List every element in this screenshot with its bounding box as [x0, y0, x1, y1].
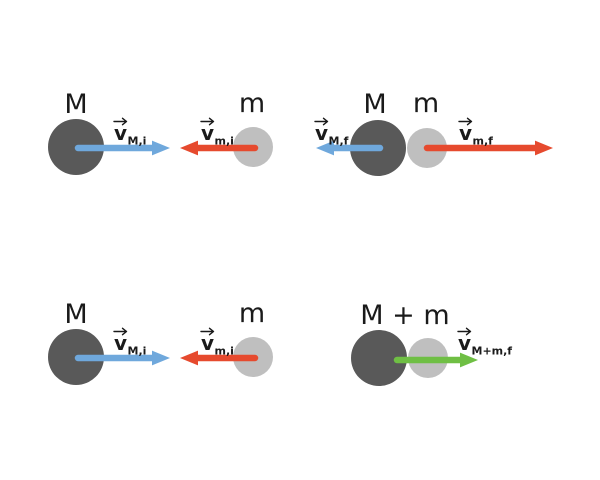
small-mass-label: m — [239, 298, 265, 329]
large-mass-circle — [351, 330, 407, 386]
small-velocity-label: v m,i — [200, 327, 234, 358]
scene-inelastic-initial: M m v M,i v m,i — [48, 298, 273, 385]
arrow-head-icon — [152, 140, 170, 156]
large-velocity-label: v M,i — [113, 327, 147, 358]
velocity-symbol: v — [459, 121, 472, 145]
large-mass-label: M — [64, 89, 87, 120]
small-mass-label: m — [413, 88, 439, 119]
velocity-subscript: m,i — [215, 345, 234, 358]
vector-hat-icon — [457, 327, 472, 336]
combined-velocity-label: v M+m,f — [457, 327, 513, 358]
small-mass-velocity-arrow — [423, 140, 553, 156]
vector-hat-icon — [314, 117, 329, 126]
small-mass-label: m — [239, 88, 265, 119]
scene-inelastic-final: M + m v M+m,f — [351, 300, 512, 386]
vector-hat-icon — [113, 117, 128, 126]
velocity-subscript: m,i — [215, 135, 234, 148]
small-velocity-label: v m,f — [458, 117, 494, 148]
scene-elastic-initial: M m v M,i v m,i — [48, 88, 273, 175]
large-velocity-label: v M,i — [113, 117, 147, 148]
velocity-subscript: M,i — [128, 345, 147, 358]
vector-hat-icon — [458, 117, 473, 126]
combined-mass-label: M + m — [360, 300, 449, 331]
scene-elastic-final: M m v M,f v m,f — [314, 88, 553, 176]
velocity-symbol: v — [458, 331, 471, 355]
small-mass-velocity-arrow — [180, 140, 259, 156]
velocity-subscript: M+m,f — [472, 345, 513, 358]
arrow-head-icon — [180, 350, 198, 366]
arrow-head-icon — [152, 350, 170, 366]
large-mass-velocity-arrow — [316, 140, 384, 156]
arrow-head-icon — [460, 352, 478, 368]
large-mass-label: M — [363, 89, 386, 120]
velocity-symbol: v — [315, 121, 328, 145]
velocity-subscript: m,f — [473, 135, 494, 148]
arrow-head-icon — [535, 140, 553, 156]
large-mass-velocity-arrow — [74, 350, 170, 366]
arrow-head-icon — [316, 140, 334, 156]
large-velocity-label: v M,f — [314, 117, 349, 148]
vector-hat-icon — [113, 327, 128, 336]
velocity-symbol: v — [201, 331, 214, 355]
small-mass-velocity-arrow — [180, 350, 259, 366]
velocity-subscript: M,f — [329, 135, 349, 148]
velocity-subscript: M,i — [128, 135, 147, 148]
vector-hat-icon — [200, 117, 215, 126]
large-mass-velocity-arrow — [74, 140, 170, 156]
arrow-head-icon — [180, 140, 198, 156]
velocity-symbol: v — [201, 121, 214, 145]
combined-velocity-arrow — [393, 352, 478, 368]
vector-hat-icon — [200, 327, 215, 336]
small-velocity-label: v m,i — [200, 117, 234, 148]
large-mass-label: M — [64, 299, 87, 330]
velocity-symbol: v — [114, 121, 127, 145]
velocity-symbol: v — [114, 331, 127, 355]
